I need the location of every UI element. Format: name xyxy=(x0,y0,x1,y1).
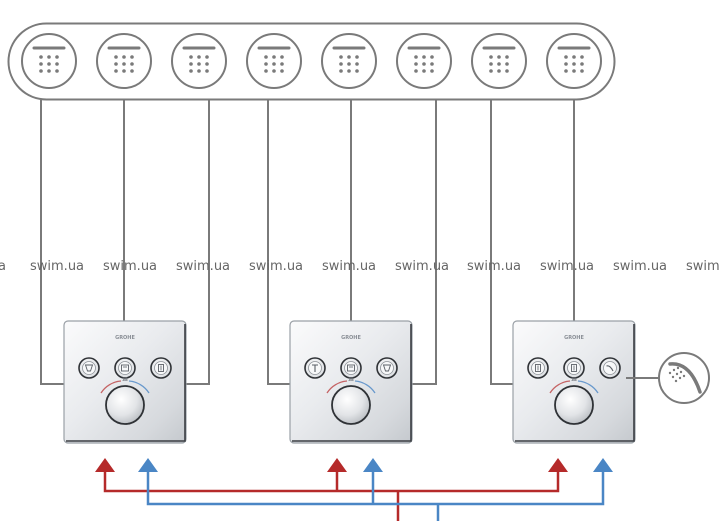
function-button-1[interactable] xyxy=(304,357,326,379)
pipe-left xyxy=(490,100,513,385)
body-jet-circle xyxy=(321,33,377,89)
watermark-text: swim.ua xyxy=(613,259,667,274)
body-jet-pair-icon xyxy=(535,364,541,372)
watermark-text: swim.ua xyxy=(322,259,376,274)
temperature-knob[interactable] xyxy=(554,385,594,425)
function-button-3[interactable] xyxy=(376,357,398,379)
body-jet-circle xyxy=(96,33,152,89)
watermark-text: a xyxy=(0,259,6,274)
hot-arrow-icon xyxy=(327,458,347,472)
cold-arrow-icon xyxy=(138,458,158,472)
body-jet-circle xyxy=(546,33,602,89)
hand-shower-icon xyxy=(84,364,94,372)
body-jet-icon xyxy=(332,46,366,73)
body-jet-circle xyxy=(246,33,302,89)
body-jet-4 xyxy=(246,33,302,89)
hand-shower xyxy=(626,352,710,404)
body-jet-7 xyxy=(471,33,527,89)
temperature-mark: 38 xyxy=(122,377,128,382)
function-button-2[interactable] xyxy=(563,357,585,379)
hot-supply xyxy=(103,470,560,521)
watermark-text: swim.ua xyxy=(176,259,230,274)
pipe-group-1 xyxy=(40,100,210,385)
hand-shower-circle xyxy=(658,352,710,404)
body-jet-8 xyxy=(546,33,602,89)
temperature-knob[interactable] xyxy=(105,385,145,425)
body-jet-icon xyxy=(121,364,129,372)
hot-arrow-icon xyxy=(548,458,568,472)
body-jet-6 xyxy=(396,33,452,89)
body-jet-icon xyxy=(557,46,591,73)
cold-arrow-icon xyxy=(363,458,383,472)
watermark-text: swim.ua xyxy=(249,259,303,274)
watermark-text: swim.ua xyxy=(30,259,84,274)
head-shower-icon xyxy=(312,364,318,372)
pipe-left xyxy=(267,100,290,385)
body-jet-icon xyxy=(347,364,355,372)
body-jet-icon xyxy=(182,46,216,73)
body-jet-pair-icon xyxy=(571,364,577,372)
pipe-right xyxy=(186,100,210,385)
body-jet-icon xyxy=(107,46,141,73)
cold-arc xyxy=(128,380,150,394)
thermostat-3: GROHE 38 xyxy=(512,320,636,444)
body-jet-2 xyxy=(96,33,152,89)
body-jet-5 xyxy=(321,33,377,89)
watermark-text: swim.ua xyxy=(395,259,449,274)
function-button-3[interactable] xyxy=(599,357,621,379)
thermostat-panel xyxy=(63,320,187,444)
cold-supply xyxy=(146,470,605,521)
body-jet-circle xyxy=(171,33,227,89)
thermostat-1: GROHE 38 xyxy=(63,320,187,444)
watermark-text: swim.ua xyxy=(103,259,157,274)
body-jet-icon xyxy=(32,46,66,73)
function-button-1[interactable] xyxy=(527,357,549,379)
hand-shower-icon xyxy=(382,364,392,372)
temperature-mark: 38 xyxy=(348,377,354,382)
function-button-2[interactable] xyxy=(114,357,136,379)
hand-shower-icon xyxy=(668,362,702,394)
pipe-group-3 xyxy=(490,100,575,385)
pipe-group-2 xyxy=(267,100,437,385)
brand-logo: GROHE xyxy=(341,335,361,341)
watermark-text: swim xyxy=(686,259,719,274)
body-jet-circle xyxy=(396,33,452,89)
watermark-text: swim.ua xyxy=(540,259,594,274)
hot-arc xyxy=(549,380,571,394)
cold-arc xyxy=(354,380,376,394)
body-jet-3 xyxy=(171,33,227,89)
pipe-right xyxy=(412,100,437,385)
function-button-3[interactable] xyxy=(150,357,172,379)
body-jet-1 xyxy=(21,33,77,89)
handheld-shower-icon xyxy=(606,365,614,372)
body-jet-icon xyxy=(482,46,516,73)
function-button-1[interactable] xyxy=(78,357,100,379)
thermostat-panel xyxy=(512,320,636,444)
brand-logo: GROHE xyxy=(115,335,135,341)
body-jet-pair-icon xyxy=(158,364,164,372)
hot-arrow-icon xyxy=(95,458,115,472)
hot-arc xyxy=(100,380,122,394)
body-jet-icon xyxy=(407,46,441,73)
body-jet-icon xyxy=(257,46,291,73)
thermostat-panel xyxy=(289,320,413,444)
body-jet-circle xyxy=(471,33,527,89)
body-jet-bar xyxy=(7,22,616,101)
watermark-text: swim.ua xyxy=(467,259,521,274)
temperature-mark: 38 xyxy=(571,377,577,382)
body-jet-circle xyxy=(21,33,77,89)
cold-arrow-icon xyxy=(593,458,613,472)
temperature-knob[interactable] xyxy=(331,385,371,425)
pipe-left xyxy=(40,100,64,385)
brand-logo: GROHE xyxy=(564,335,584,341)
function-button-2[interactable] xyxy=(340,357,362,379)
cold-arc xyxy=(577,380,599,394)
thermostat-2: GROHE 38 xyxy=(289,320,413,444)
hot-arc xyxy=(326,380,348,394)
